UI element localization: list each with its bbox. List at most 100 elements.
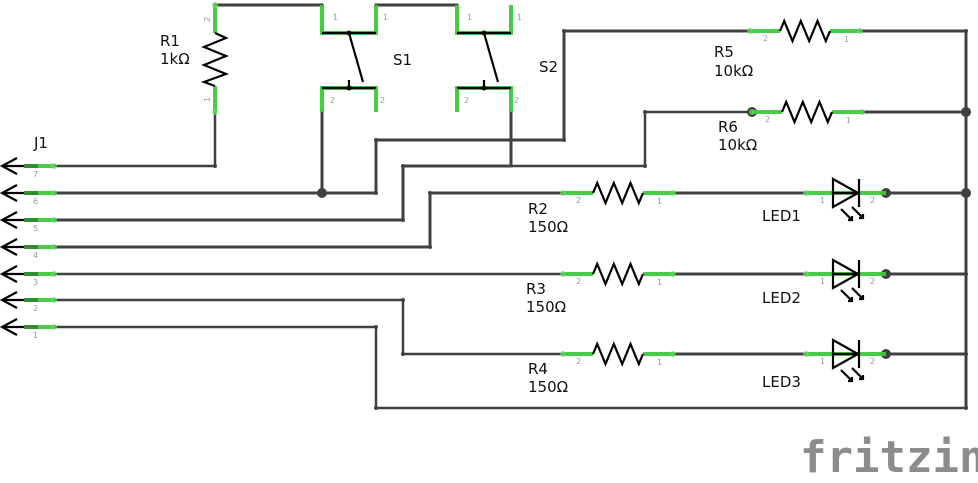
svg-text:1: 1 xyxy=(820,357,825,366)
wires xyxy=(52,3,968,410)
wire-j1-2-r4[interactable] xyxy=(54,298,563,356)
arrow-left-icon xyxy=(0,157,24,175)
s2-ref: S2 xyxy=(539,58,558,76)
j1-pin[interactable]: 3 xyxy=(0,265,57,287)
switch-lever-icon xyxy=(482,32,500,83)
j1-pin-number: 3 xyxy=(33,278,38,287)
bend-dot xyxy=(428,191,432,195)
resistor-zigzag-icon xyxy=(200,31,230,88)
r4-value: 150Ω xyxy=(528,378,568,396)
bend-dot xyxy=(401,298,405,302)
r5-ref: R5 xyxy=(714,43,734,61)
svg-text:1: 1 xyxy=(846,116,851,125)
svg-text:2: 2 xyxy=(870,357,875,366)
j1-pin[interactable]: 5 xyxy=(0,211,57,233)
wire-j1-7-r1[interactable] xyxy=(54,112,217,168)
led1-ref: LED1 xyxy=(762,207,801,225)
switch-lever-icon xyxy=(347,32,365,83)
j1-pin[interactable]: 4 xyxy=(0,238,57,260)
junction-dot xyxy=(317,188,327,198)
s1-ref: S1 xyxy=(393,51,412,69)
j1-pin[interactable]: 1 xyxy=(0,318,57,340)
switch-s1[interactable]: 1 1 2 2 1 1 2 2 S1 xyxy=(320,5,522,112)
arrow-left-icon xyxy=(0,291,24,309)
switch-section-a[interactable]: 1 1 2 2 xyxy=(320,5,388,112)
s1b-top-contacts xyxy=(455,5,513,35)
bend-dot xyxy=(401,164,405,168)
resistor-zigzag-icon xyxy=(591,180,645,206)
wire-j1-1-return[interactable] xyxy=(54,325,966,410)
r3-value: 150Ω xyxy=(526,298,566,316)
bend-dot xyxy=(213,164,217,168)
svg-text:1: 1 xyxy=(820,277,825,286)
svg-text:2: 2 xyxy=(576,357,581,366)
svg-text:1: 1 xyxy=(844,35,849,44)
switch-section-b[interactable]: 1 1 2 2 xyxy=(455,5,522,112)
bend-dot xyxy=(964,352,968,356)
resistor-zigzag-icon xyxy=(778,18,832,44)
svg-text:1: 1 xyxy=(517,13,522,22)
arrow-left-icon xyxy=(0,184,24,202)
light-emission-icon xyxy=(840,206,865,222)
j1-pin-number: 6 xyxy=(33,197,38,206)
svg-text:2: 2 xyxy=(330,96,335,105)
light-emission-icon xyxy=(840,367,865,383)
j1-pin[interactable]: 6 xyxy=(0,184,57,206)
bend-dot xyxy=(374,191,378,195)
junctions xyxy=(213,29,971,410)
junction-dot xyxy=(961,107,971,117)
r2-value: 150Ω xyxy=(528,218,568,236)
r5-value: 10kΩ xyxy=(714,62,753,80)
r6-ref: R6 xyxy=(718,118,738,136)
resistor-r1[interactable]: 2 1 R1 1kΩ xyxy=(160,2,230,115)
arrow-left-icon xyxy=(0,318,24,336)
r6-value: 10kΩ xyxy=(718,136,757,154)
j1-pin[interactable]: 2 xyxy=(0,291,57,313)
connector-j1[interactable]: J1 7 6 5 4 3 2 1 xyxy=(0,134,57,340)
svg-text:1: 1 xyxy=(657,278,662,287)
svg-text:2: 2 xyxy=(763,34,768,43)
arrow-left-icon xyxy=(0,211,24,229)
resistor-zigzag-icon xyxy=(780,99,834,125)
connector-ref-label: J1 xyxy=(33,134,48,152)
svg-text:2: 2 xyxy=(576,196,581,205)
svg-text:2: 2 xyxy=(380,96,385,105)
r1-ref: R1 xyxy=(160,32,180,50)
j1-pin-number: 1 xyxy=(33,331,38,340)
bend-dot xyxy=(643,110,647,114)
j1-pin[interactable]: 7 xyxy=(0,157,57,179)
svg-text:2: 2 xyxy=(765,115,770,124)
led2-ref: LED2 xyxy=(762,289,801,307)
bend-dot xyxy=(374,406,378,410)
bend-dot xyxy=(401,218,405,222)
resistor-zigzag-icon xyxy=(591,341,645,367)
bend-dot xyxy=(401,352,405,356)
wire-j1-4-r2[interactable] xyxy=(52,191,565,249)
fritzing-logo: fritzing xyxy=(800,432,978,483)
bend-dot xyxy=(964,272,968,276)
r1-pin-top: 2 xyxy=(203,17,212,22)
bend-dot xyxy=(562,29,566,33)
r2-ref: R2 xyxy=(528,200,548,218)
bend-dot xyxy=(374,138,378,142)
j1-pin-number: 2 xyxy=(33,304,38,313)
r3-ref: R3 xyxy=(526,280,546,298)
wire-r6-branch[interactable] xyxy=(511,110,752,168)
s1a-top-contacts xyxy=(320,5,378,35)
bend-dot xyxy=(964,29,968,33)
r1-pin-bottom: 1 xyxy=(203,97,212,102)
svg-text:2: 2 xyxy=(576,277,581,286)
j1-pin-number: 7 xyxy=(33,170,38,179)
bend-dot xyxy=(374,325,378,329)
bend-dot xyxy=(562,138,566,142)
arrow-left-icon xyxy=(0,238,24,256)
